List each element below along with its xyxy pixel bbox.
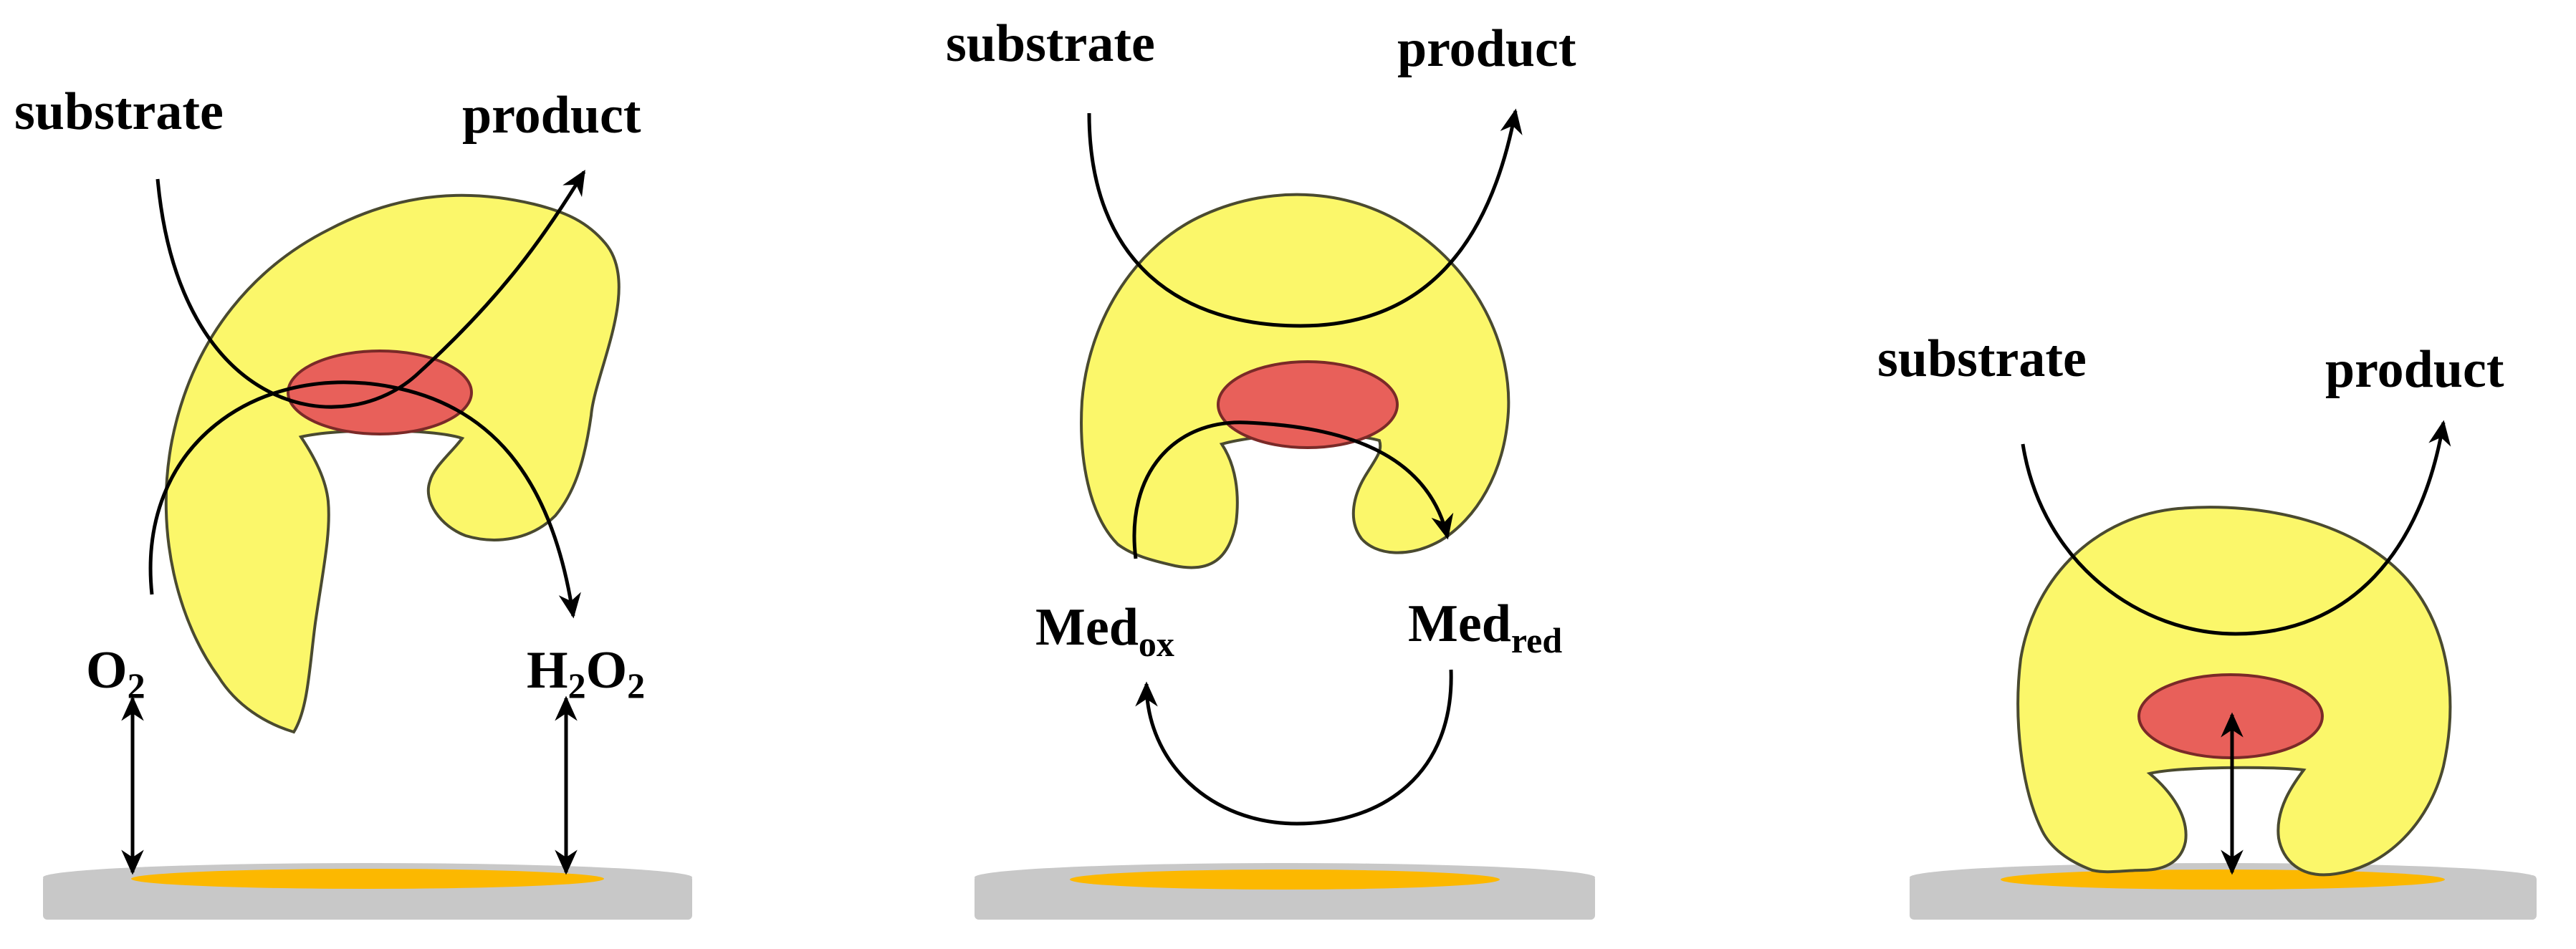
o2-subscript: 2 [128, 665, 145, 705]
active-site [1217, 360, 1399, 449]
medox-base: Med [1035, 598, 1139, 657]
h2o2-label: H2O2 [527, 641, 645, 705]
medox-subscript: ox [1139, 624, 1174, 664]
electrode-gold-surface [131, 869, 604, 889]
panel-3-third-generation: substrate product [1877, 329, 2537, 920]
active-site [287, 350, 473, 435]
o2-to-h2o2-arc [148, 380, 581, 619]
medred-subscript: red [1511, 620, 1562, 660]
o2-base: O [86, 641, 128, 700]
o2-label: O2 [86, 641, 145, 705]
medox-to-medred-arc [1132, 420, 1454, 559]
substrate-label: substrate [1877, 329, 2087, 388]
enzyme-body [164, 193, 621, 734]
electrode-3 [1910, 863, 2537, 920]
electrode-2 [975, 863, 1595, 920]
medred-to-medox-arc [1135, 669, 1453, 826]
electrode-gold-surface [1070, 869, 1500, 890]
substrate-label: substrate [946, 14, 1155, 73]
h2o2-h: H [527, 641, 568, 700]
medred-label: Medred [1408, 594, 1562, 660]
h2o2-subscript-1: 2 [568, 665, 586, 705]
electrode-gold-surface [2001, 869, 2445, 890]
medox-label: Medox [1035, 598, 1174, 664]
product-label: product [462, 86, 641, 145]
panel-2-second-generation: substrate product Medox Medred [946, 14, 1595, 920]
panel-1-first-generation: substrate product O2 H2O2 [14, 82, 692, 920]
product-label: product [1397, 19, 1576, 78]
substrate-to-product-arc [2021, 420, 2451, 636]
medred-base: Med [1408, 594, 1511, 653]
electrode-1 [43, 863, 692, 920]
substrate-label: substrate [14, 82, 224, 141]
substrate-to-product-arc [1087, 108, 1523, 328]
product-label: product [2325, 340, 2504, 399]
h2o2-subscript-2: 2 [627, 665, 645, 705]
h2o2-o: O [586, 641, 628, 700]
